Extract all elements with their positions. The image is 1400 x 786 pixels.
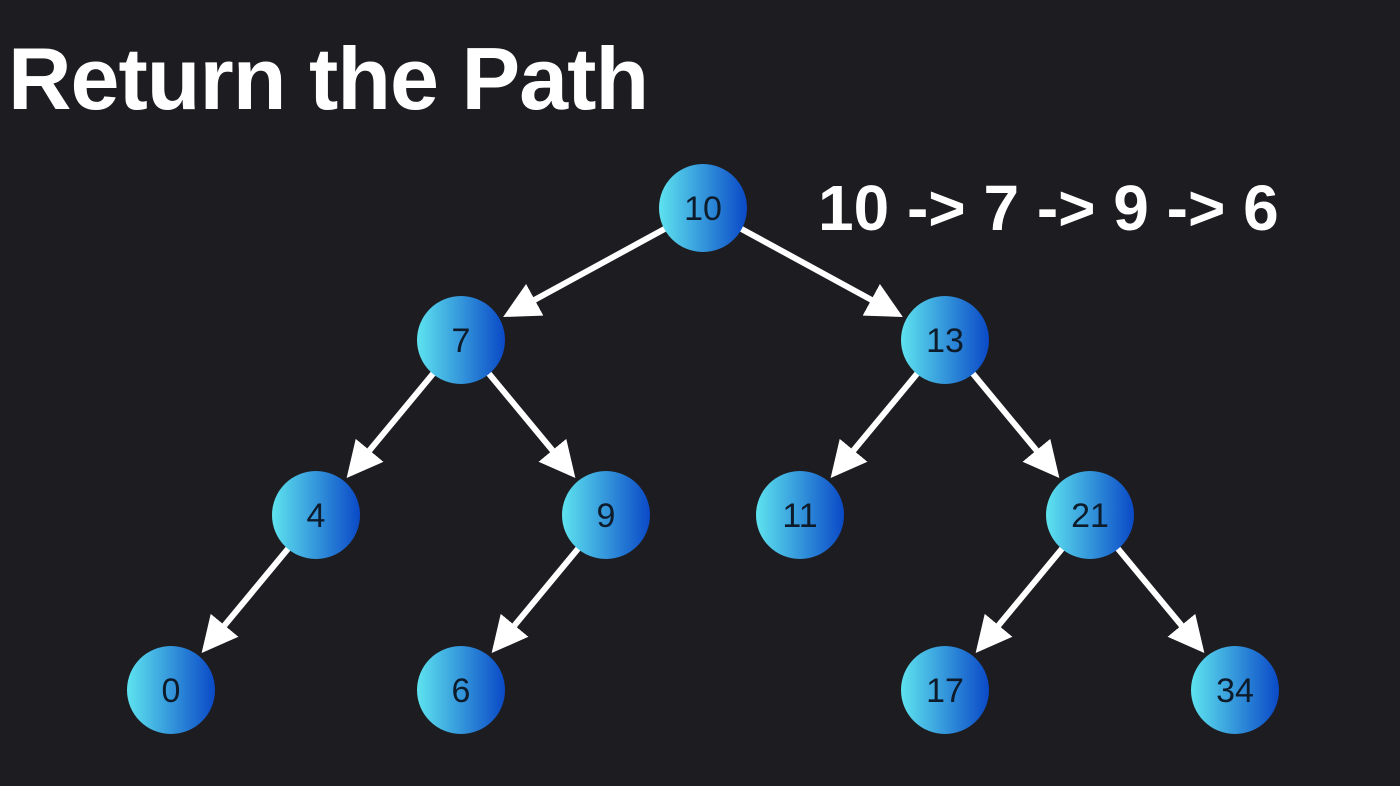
path-result-text: 10 -> 7 -> 9 -> 6	[818, 172, 1279, 244]
edge-21-to-34	[1114, 545, 1205, 654]
edge-13-to-11	[830, 370, 921, 479]
edge-7-to-9	[485, 370, 576, 479]
edge-10-to-7	[503, 225, 668, 318]
tree-edges	[201, 225, 1205, 654]
node-label: 0	[162, 672, 181, 710]
edge-21-to-17	[975, 545, 1066, 654]
tree-node-11: 11	[756, 471, 844, 559]
tree-node-7: 7	[417, 296, 505, 384]
node-label: 10	[684, 190, 722, 228]
node-circle	[659, 164, 747, 252]
tree-node-4: 4	[272, 471, 360, 559]
node-circle	[1046, 471, 1134, 559]
node-label: 21	[1071, 497, 1109, 535]
node-label: 17	[926, 672, 964, 710]
node-label: 13	[926, 322, 964, 360]
node-circle	[417, 296, 505, 384]
tree-node-0: 0	[127, 646, 215, 734]
edge-9-to-6	[491, 545, 582, 654]
tree-node-6: 6	[417, 646, 505, 734]
node-circle	[901, 646, 989, 734]
tree-node-21: 21	[1046, 471, 1134, 559]
node-label: 11	[782, 497, 817, 535]
slide-title: Return the Path	[8, 29, 649, 128]
node-circle	[127, 646, 215, 734]
tree-nodes: 10 7 13 4 9 11 21 0 6 17 34	[127, 164, 1279, 734]
node-circle	[1191, 646, 1279, 734]
edge-13-to-21	[969, 370, 1060, 479]
tree-node-34: 34	[1191, 646, 1279, 734]
node-label: 4	[307, 497, 326, 535]
edge-7-to-4	[346, 370, 437, 479]
node-circle	[562, 471, 650, 559]
node-circle	[756, 471, 844, 559]
node-circle	[417, 646, 505, 734]
tree-node-13: 13	[901, 296, 989, 384]
node-circle	[901, 296, 989, 384]
node-label: 9	[597, 497, 616, 535]
node-circle	[272, 471, 360, 559]
tree-node-17: 17	[901, 646, 989, 734]
tree-node-10: 10	[659, 164, 747, 252]
node-label: 6	[452, 672, 471, 710]
edge-10-to-13	[738, 225, 903, 318]
node-label: 34	[1216, 672, 1254, 710]
tree-node-9: 9	[562, 471, 650, 559]
node-label: 7	[452, 322, 471, 360]
edge-4-to-0	[201, 545, 292, 654]
